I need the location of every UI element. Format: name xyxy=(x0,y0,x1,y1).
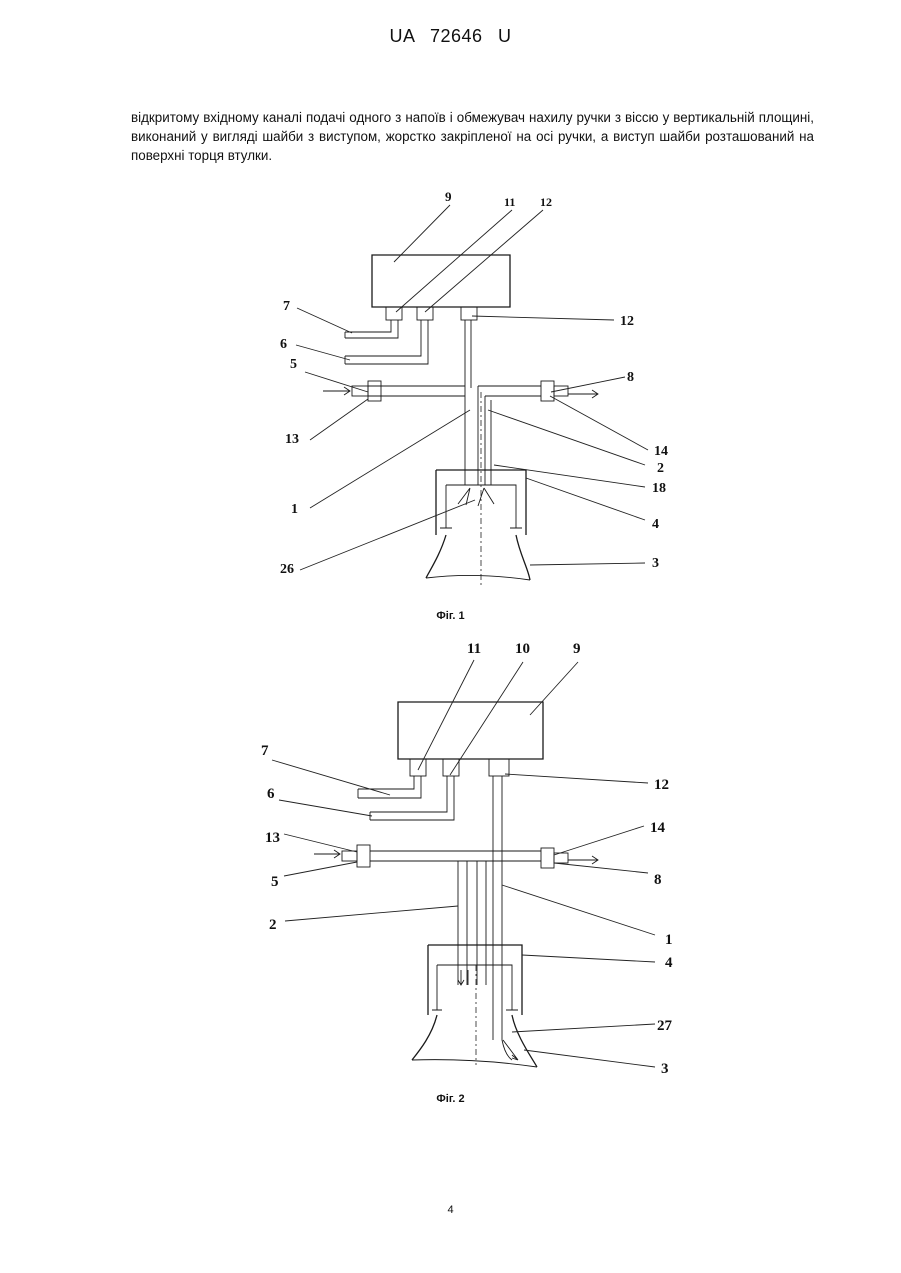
valve-13 xyxy=(368,381,381,401)
fig1-label-12a: 12 xyxy=(540,195,552,209)
fitting-12a xyxy=(417,307,433,320)
fig1-label-12b: 12 xyxy=(620,314,634,329)
fig2-label-6: 6 xyxy=(267,786,275,802)
figure-2: 11 10 9 7 12 6 13 14 5 8 2 1 4 27 3 xyxy=(0,630,901,1090)
pipe-1 xyxy=(493,776,512,1060)
patent-number-header: UA 72646 U xyxy=(0,26,901,47)
valve-14 xyxy=(541,848,554,868)
pipe-1 xyxy=(465,320,471,485)
inlet-5 xyxy=(342,851,357,861)
fitting-11 xyxy=(410,759,426,776)
page-number: 4 xyxy=(0,1204,901,1216)
fig2-label-8: 8 xyxy=(654,872,662,888)
bottle-3 xyxy=(426,535,530,580)
body-paragraph: відкритому вхідному каналі подачі одного… xyxy=(131,108,814,165)
fig2-label-5: 5 xyxy=(271,874,279,890)
fig1-label-7: 7 xyxy=(283,299,290,314)
fig2-label-11: 11 xyxy=(467,641,481,657)
fig2-label-27: 27 xyxy=(657,1018,673,1034)
sleeve-4 xyxy=(428,945,522,1015)
outlet-arrow xyxy=(568,856,598,864)
bottle-cut xyxy=(412,1060,537,1067)
fig1-label-1: 1 xyxy=(291,502,298,517)
fig2-label-9: 9 xyxy=(573,641,581,657)
fitting-12 xyxy=(489,759,509,776)
pipe-8 xyxy=(478,386,541,396)
valve-14 xyxy=(541,381,554,401)
fig2-label-4: 4 xyxy=(665,955,673,971)
fig2-label-14: 14 xyxy=(650,820,666,836)
fig1-label-6: 6 xyxy=(280,337,287,352)
fig1-label-9: 9 xyxy=(445,189,452,204)
figure-2-drawing: 11 10 9 7 12 6 13 14 5 8 2 1 4 27 3 xyxy=(0,630,901,1090)
fig1-label-14: 14 xyxy=(654,444,668,459)
fig2-label-10: 10 xyxy=(515,641,530,657)
flow-arrows-26 xyxy=(458,488,494,506)
pipe-6 xyxy=(345,320,428,364)
fig2-label-13: 13 xyxy=(265,830,280,846)
fig2-label-3: 3 xyxy=(661,1061,669,1077)
fig1-label-13: 13 xyxy=(285,432,299,447)
housing-9 xyxy=(372,255,510,307)
fig1-label-26: 26 xyxy=(280,562,294,577)
fig2-label-1: 1 xyxy=(665,932,673,948)
fitting-12b xyxy=(461,307,477,320)
fig1-label-18: 18 xyxy=(652,481,666,496)
fig2-label-7: 7 xyxy=(261,743,269,759)
fig1-label-4: 4 xyxy=(652,517,659,532)
pipe-5 xyxy=(368,386,465,396)
pipe-7 xyxy=(345,320,398,338)
pipe-horizontal xyxy=(370,851,541,861)
fig1-label-3: 3 xyxy=(652,556,659,571)
flow-arrows xyxy=(458,970,468,985)
inlet-arrow xyxy=(323,387,350,395)
fig1-label-2: 2 xyxy=(657,461,664,476)
outlet-arrow xyxy=(568,390,598,398)
pipe-2 xyxy=(458,861,486,985)
fig1-label-5: 5 xyxy=(290,357,297,372)
fig1-label-8: 8 xyxy=(627,370,634,385)
fig1-label-11: 11 xyxy=(504,195,515,209)
figure-1: 9 11 12 7 12 6 5 8 13 14 2 18 1 4 26 3 xyxy=(0,180,901,610)
inlet-arrow xyxy=(314,850,340,858)
valve-13 xyxy=(357,845,370,867)
figure-1-drawing: 9 11 12 7 12 6 5 8 13 14 2 18 1 4 26 3 xyxy=(0,180,901,610)
housing-9 xyxy=(398,702,543,759)
figure-1-caption: Фіг. 1 xyxy=(0,610,901,622)
sleeve-inner xyxy=(432,965,518,1010)
fig2-label-2: 2 xyxy=(269,917,277,933)
figure-2-caption: Фіг. 2 xyxy=(0,1093,901,1105)
bottle-cut xyxy=(426,575,530,580)
fig2-label-12: 12 xyxy=(654,777,669,793)
